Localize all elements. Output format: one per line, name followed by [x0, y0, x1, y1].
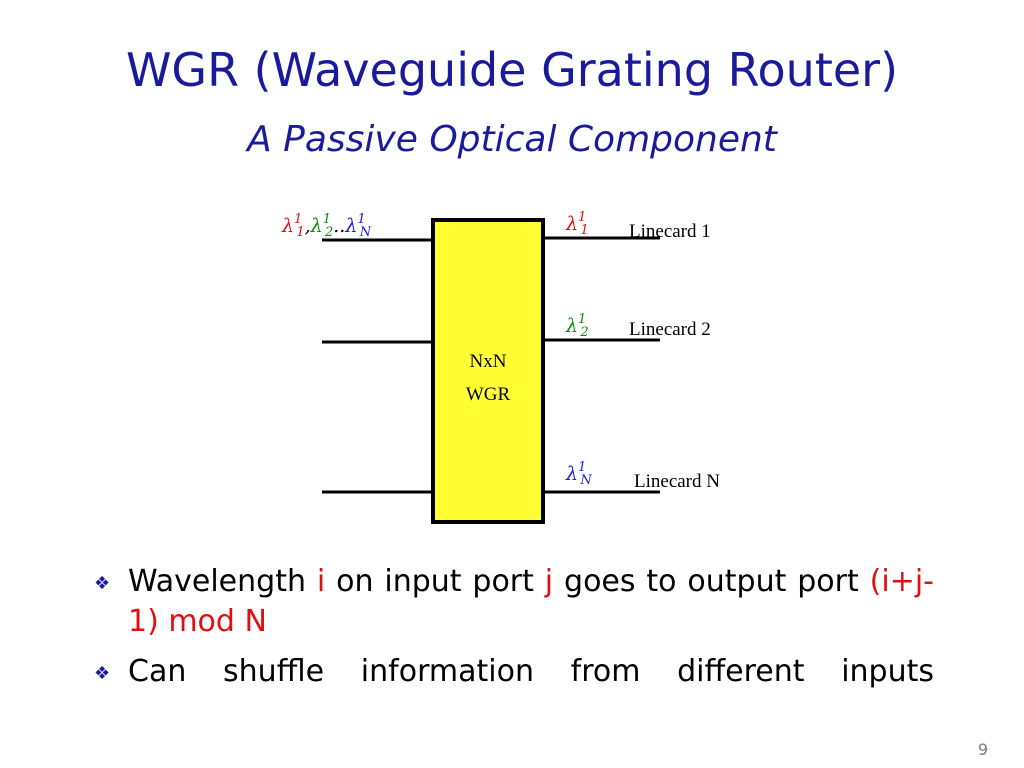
bullet-list: ❖ Wavelength i on input port j goes to o… [92, 562, 934, 702]
linecard-1-label: Linecard 1 [629, 221, 711, 242]
page-number: 9 [977, 740, 988, 759]
linecard-2-label: Linecard 2 [629, 319, 711, 340]
bullet-item-shuffle: ❖ Can shuffle information from different… [92, 652, 934, 692]
linecard-n-label: Linecard N [634, 471, 720, 492]
input-lambda-1: λ [281, 215, 294, 237]
wgr-box-label-line2: WGR [466, 384, 511, 405]
slide-title: WGR (Waveguide Grating Router) [125, 43, 899, 97]
routing-formula: (i+j-1) mod N [128, 564, 934, 639]
var-j: j [544, 564, 554, 599]
diamond-cluster-bullet-icon: ❖ [94, 663, 111, 684]
bullet-item-routing-rule: ❖ Wavelength i on input port j goes to o… [94, 564, 934, 639]
var-i: i [316, 564, 326, 599]
wgr-box-label-line1: NxN [470, 351, 507, 372]
input-lambda-n: λ [344, 215, 357, 237]
diamond-cluster-bullet-icon: ❖ [94, 573, 111, 594]
slide-subtitle: A Passive Optical Component [247, 119, 777, 160]
input-lambda-2: λ [310, 215, 323, 237]
wgr-box [431, 218, 545, 524]
